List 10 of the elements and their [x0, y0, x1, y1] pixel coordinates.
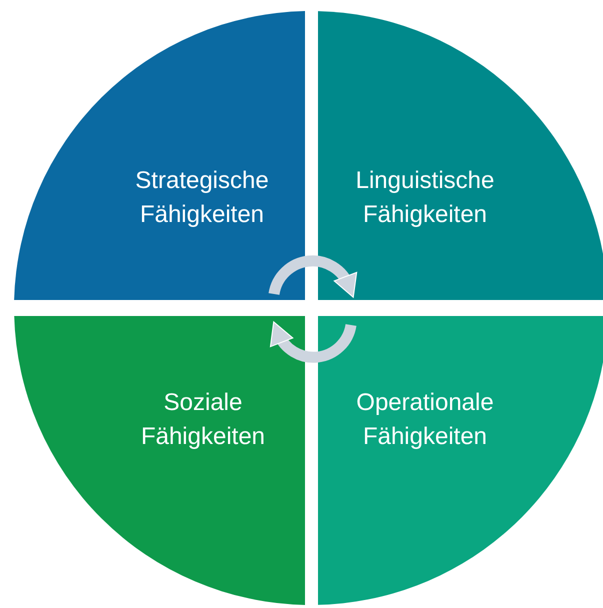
- quadrant-segment: [318, 316, 603, 605]
- cycle-arrow: [268, 255, 356, 298]
- segment-label: Soziale Fähigkeiten: [140, 388, 266, 452]
- segment-label: Linguistische Fähigkeiten: [354, 166, 496, 230]
- cycle-arrow: [270, 322, 356, 363]
- quadrant-segment: [14, 11, 305, 300]
- segment-label: Operationale Fähigkeiten: [355, 388, 495, 452]
- quadrant-segment: [14, 316, 305, 605]
- quadrant-segment: [318, 11, 603, 300]
- segment-label: Strategische Fähigkeiten: [134, 166, 270, 230]
